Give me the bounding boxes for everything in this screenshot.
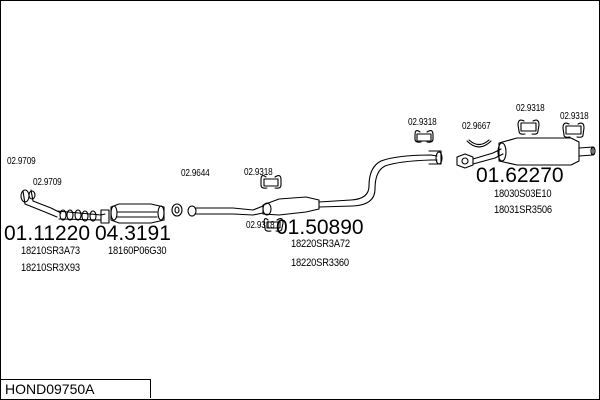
hanger-drawing <box>260 119 585 232</box>
diagram-code: HOND09750A <box>5 381 95 397</box>
part-1-oem-1: 18210SR3A73 <box>21 245 80 257</box>
part-1-oem-2: 18210SR3X93 <box>21 262 80 274</box>
diagram-code-box: HOND09750A <box>1 379 151 398</box>
accessory-label-5: 02.9318 <box>246 220 275 231</box>
part-2-oem-1: 18160P06G30 <box>108 245 167 257</box>
part-main-4: 01.62270 <box>476 164 564 187</box>
gasket-drawing <box>171 203 197 217</box>
accessory-label-6: 02.9318 <box>408 117 437 128</box>
catalyst-drawing <box>110 203 165 224</box>
part-4-oem-1: 18030S03E10 <box>494 188 552 200</box>
accessory-label-2: 02.9709 <box>33 177 62 188</box>
rear-muffler-drawing <box>456 137 596 169</box>
rear-pipe-drawing <box>318 150 443 208</box>
part-3-oem-2: 18220SR3360 <box>291 257 349 269</box>
part-main-1: 01.11220 <box>4 222 91 245</box>
part-main-3: 01.50890 <box>276 216 364 239</box>
accessory-label-9: 02.9318 <box>560 111 589 122</box>
accessory-label-8: 02.9318 <box>516 103 545 114</box>
accessory-label-7: 02.9667 <box>462 121 491 132</box>
front-pipe-drawing <box>20 189 110 224</box>
part-main-2: 04.3191 <box>95 222 171 245</box>
accessory-label-4: 02.9318 <box>244 167 273 178</box>
center-muffler-drawing <box>262 196 320 216</box>
accessory-label-3: 02.9644 <box>181 168 210 179</box>
center-pipe-drawing <box>194 205 264 216</box>
part-4-oem-2: 18031SR3506 <box>494 204 552 216</box>
accessory-label-1: 02.9709 <box>7 156 36 167</box>
part-3-oem-1: 18220SR3A72 <box>291 238 350 250</box>
